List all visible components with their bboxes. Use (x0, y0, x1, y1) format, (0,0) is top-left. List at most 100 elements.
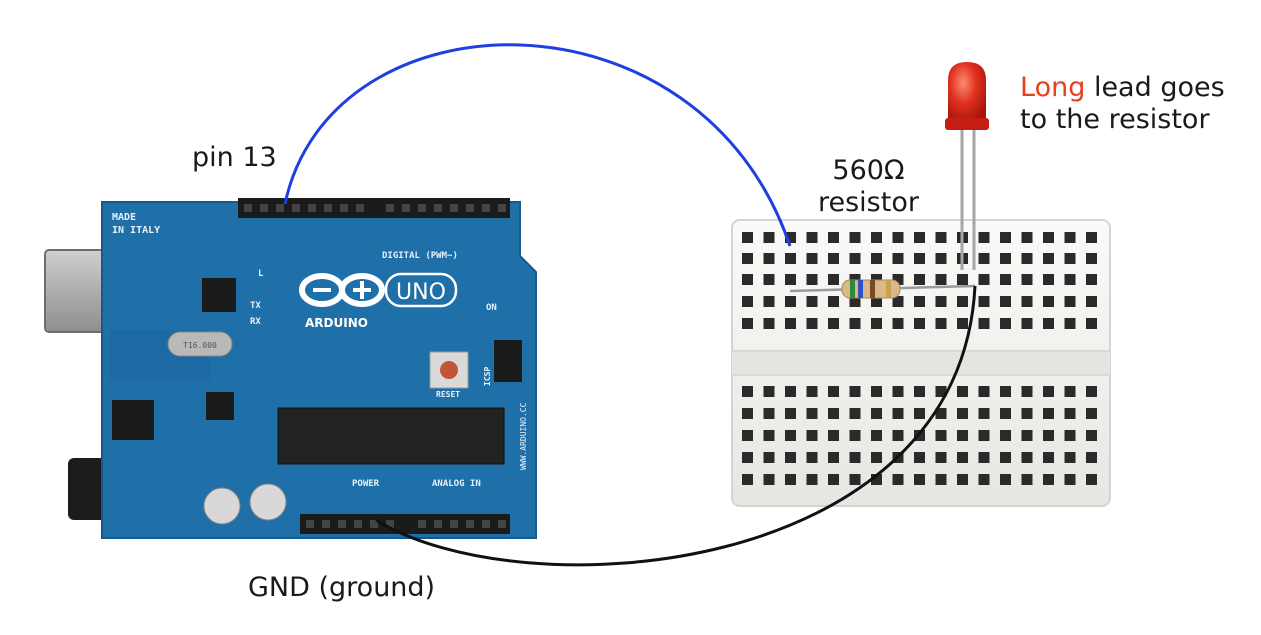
breadboard-hole (893, 232, 904, 243)
board-reset-label: RESET (436, 390, 460, 399)
breadboard-hole (914, 474, 925, 485)
breadboard-hole (1065, 474, 1076, 485)
breadboard-hole (828, 232, 839, 243)
breadboard-hole (764, 430, 775, 441)
breadboard-hole (1086, 452, 1097, 463)
breadboard-hole (828, 474, 839, 485)
crystal-label: T16.000 (183, 341, 217, 350)
breadboard-hole (1065, 274, 1076, 285)
breadboard-hole (1000, 296, 1011, 307)
breadboard-hole (785, 408, 796, 419)
breadboard-hole (1043, 232, 1054, 243)
breadboard-hole (914, 253, 925, 264)
breadboard-hole (936, 474, 947, 485)
breadboard-hole (914, 408, 925, 419)
breadboard-hole (979, 296, 990, 307)
breadboard-hole (742, 253, 753, 264)
breadboard-hole (1065, 318, 1076, 329)
breadboard-hole (914, 274, 925, 285)
breadboard-hole (914, 232, 925, 243)
led-lead-note-line-2: to the resistor (1020, 104, 1225, 136)
breadboard-hole (871, 386, 882, 397)
led-rim (945, 118, 989, 130)
breadboard-center-channel (732, 350, 1110, 376)
breadboard-hole (1086, 296, 1097, 307)
breadboard-hole (1086, 232, 1097, 243)
breadboard-hole (764, 386, 775, 397)
breadboard-hole (1043, 474, 1054, 485)
breadboard-hole (871, 408, 882, 419)
small-chip (206, 392, 234, 420)
breadboard-hole (742, 474, 753, 485)
breadboard-hole (1022, 296, 1033, 307)
breadboard-hole (1043, 318, 1054, 329)
icsp-header (494, 340, 522, 382)
board-icsp-label: ICSP (483, 367, 492, 386)
breadboard-hole (1000, 430, 1011, 441)
breadboard-hole (1000, 474, 1011, 485)
breadboard-hole (957, 318, 968, 329)
breadboard-hole (785, 474, 796, 485)
breadboard-hole (764, 452, 775, 463)
breadboard-hole (1065, 253, 1076, 264)
breadboard-hole (1022, 232, 1033, 243)
breadboard-hole (1065, 430, 1076, 441)
resistor-value-label: 560Ω (818, 155, 919, 187)
breadboard-hole (742, 408, 753, 419)
led-long-word: Long (1020, 72, 1085, 103)
breadboard-hole (1022, 474, 1033, 485)
breadboard-hole (742, 318, 753, 329)
breadboard-hole (742, 452, 753, 463)
breadboard-hole (893, 386, 904, 397)
breadboard-hole (979, 408, 990, 419)
breadboard-hole (785, 452, 796, 463)
breadboard-hole (871, 253, 882, 264)
breadboard-hole (1086, 318, 1097, 329)
board-tx-label: TX (250, 301, 261, 311)
resistor-band-3 (870, 280, 875, 298)
breadboard-hole (1043, 452, 1054, 463)
breadboard-hole (1043, 253, 1054, 264)
breadboard-hole (1000, 318, 1011, 329)
breadboard-hole (1022, 274, 1033, 285)
breadboard-hole (979, 253, 990, 264)
breadboard-hole (828, 253, 839, 264)
resistor-band-4 (886, 280, 891, 298)
breadboard-hole (764, 274, 775, 285)
breadboard-hole (850, 474, 861, 485)
breadboard-hole (828, 408, 839, 419)
breadboard-hole (1022, 452, 1033, 463)
breadboard-hole (1086, 253, 1097, 264)
breadboard-hole (1043, 386, 1054, 397)
breadboard-hole (1000, 232, 1011, 243)
breadboard-hole (764, 474, 775, 485)
breadboard-hole (807, 318, 818, 329)
breadboard-hole (828, 386, 839, 397)
breadboard-hole (850, 232, 861, 243)
breadboard-hole (871, 232, 882, 243)
breadboard-hole (893, 408, 904, 419)
breadboard-hole (957, 474, 968, 485)
breadboard-hole (1065, 232, 1076, 243)
breadboard-hole (1065, 386, 1076, 397)
power-analog-header (300, 514, 510, 534)
breadboard-hole (1022, 318, 1033, 329)
breadboard-hole (764, 318, 775, 329)
breadboard-hole (979, 474, 990, 485)
breadboard-hole (807, 408, 818, 419)
breadboard-hole (871, 318, 882, 329)
breadboard-hole (893, 253, 904, 264)
breadboard-hole (957, 430, 968, 441)
breadboard-hole (1000, 452, 1011, 463)
breadboard-hole (871, 452, 882, 463)
led-dome (948, 62, 986, 122)
breadboard-hole (1065, 296, 1076, 307)
breadboard-hole (785, 253, 796, 264)
breadboard-hole (936, 318, 947, 329)
breadboard-hole (936, 430, 947, 441)
breadboard-hole (1086, 274, 1097, 285)
breadboard-hole (1022, 253, 1033, 264)
breadboard-hole (764, 408, 775, 419)
breadboard-hole (807, 296, 818, 307)
breadboard-hole (850, 386, 861, 397)
